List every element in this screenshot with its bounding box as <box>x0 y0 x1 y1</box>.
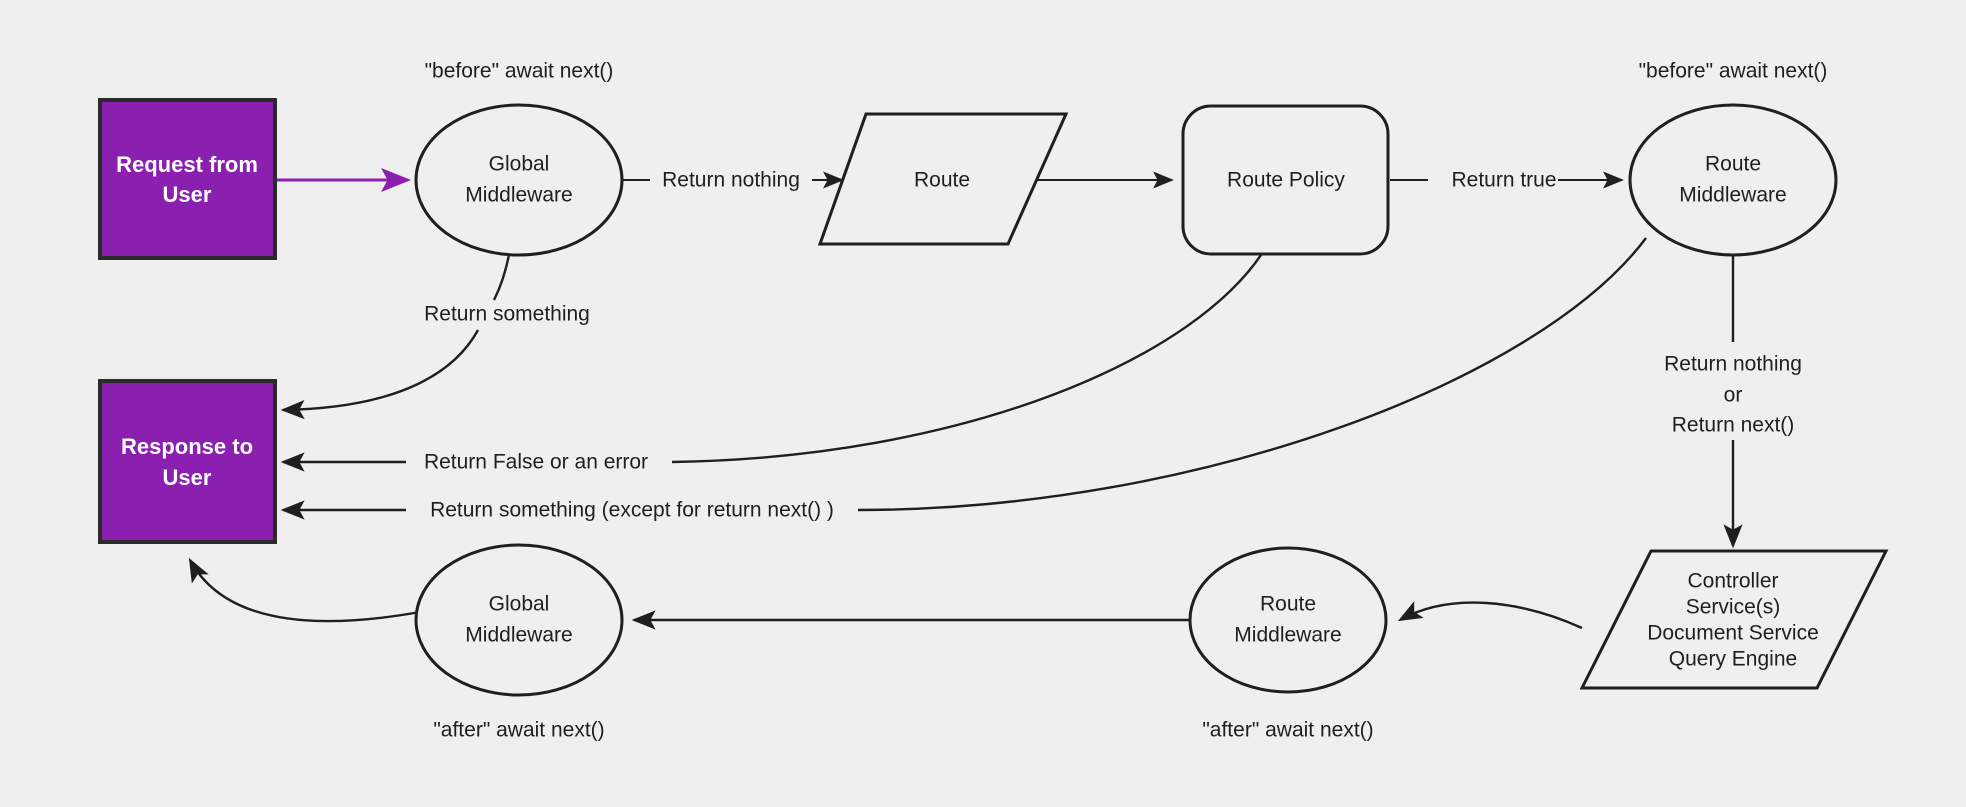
edge-label-return-nothing: Return nothing <box>662 169 800 192</box>
annotation-after-route-middleware: "after" await next() <box>1202 719 1373 742</box>
node-route-policy-label: Route Policy <box>1227 169 1345 192</box>
node-route-policy[interactable]: Route Policy <box>1181 104 1390 256</box>
node-controller-stack-line1: Controller <box>1687 570 1778 593</box>
node-route-middleware-before-line2: Middleware <box>1679 184 1786 207</box>
edge-route-policy-return-false: Return False or an error <box>280 243 1270 474</box>
node-request-from-user[interactable]: Request from User <box>98 98 277 260</box>
edge-global-middleware-to-route: Return nothing <box>622 169 844 192</box>
node-global-middleware-before[interactable]: Global Middleware "before" await next() <box>414 60 624 257</box>
annotation-before-route-middleware: "before" await next() <box>1639 60 1828 83</box>
edge-route-policy-to-route-middleware: Return true <box>1390 169 1624 192</box>
node-global-middleware-before-line1: Global <box>489 153 550 176</box>
node-request-from-user-line2: User <box>163 182 212 207</box>
edge-label-return-nothing-or-next-line3: Return next() <box>1672 414 1795 437</box>
edge-label-return-nothing-or-next-line1: Return nothing <box>1664 353 1802 376</box>
edge-route-middleware-return-something-except: Return something (except for return next… <box>280 237 1647 522</box>
annotation-after-global-middleware: "after" await next() <box>433 719 604 742</box>
node-route-middleware-after[interactable]: Route Middleware "after" await next() <box>1188 546 1388 742</box>
annotation-before-global-middleware: "before" await next() <box>425 60 614 83</box>
node-global-middleware-before-line2: Middleware <box>465 184 572 207</box>
node-response-to-user-line2: User <box>163 465 212 490</box>
edge-label-return-nothing-or-next-line2: or <box>1724 384 1743 407</box>
edge-label-return-something-except-next: Return something (except for return next… <box>430 499 834 522</box>
node-global-middleware-after-line1: Global <box>489 593 550 616</box>
node-controller-stack[interactable]: Controller Service(s) Document Service Q… <box>1579 549 1889 690</box>
edge-label-return-true: Return true <box>1451 169 1556 192</box>
node-global-middleware-after[interactable]: Global Middleware "after" await next() <box>414 543 624 742</box>
node-response-to-user[interactable]: Response to User <box>98 379 277 544</box>
node-route-label: Route <box>914 169 970 192</box>
node-global-middleware-after-line2: Middleware <box>465 624 572 647</box>
node-controller-stack-line3: Document Service <box>1647 622 1819 645</box>
node-controller-stack-line4: Query Engine <box>1669 648 1797 671</box>
edge-label-return-false-or-error: Return False or an error <box>424 451 648 474</box>
edge-controller-to-route-middleware-after <box>1397 601 1583 630</box>
edge-global-middleware-return-something: Return something <box>280 249 590 420</box>
node-response-to-user-line1: Response to <box>121 434 253 459</box>
node-route-middleware-after-line1: Route <box>1260 593 1316 616</box>
node-route-middleware-before[interactable]: Route Middleware "before" await next() <box>1628 60 1838 257</box>
node-route-middleware-after-line2: Middleware <box>1234 624 1341 647</box>
edge-global-middleware-after-to-response <box>188 557 421 623</box>
node-route-middleware-before-line1: Route <box>1705 153 1761 176</box>
node-controller-stack-line2: Service(s) <box>1686 596 1781 619</box>
node-route[interactable]: Route <box>817 112 1069 246</box>
edge-route-middleware-to-controller: Return nothing or Return next() <box>1664 246 1802 549</box>
edge-label-return-something: Return something <box>424 303 590 326</box>
node-request-from-user-line1: Request from <box>116 152 258 177</box>
